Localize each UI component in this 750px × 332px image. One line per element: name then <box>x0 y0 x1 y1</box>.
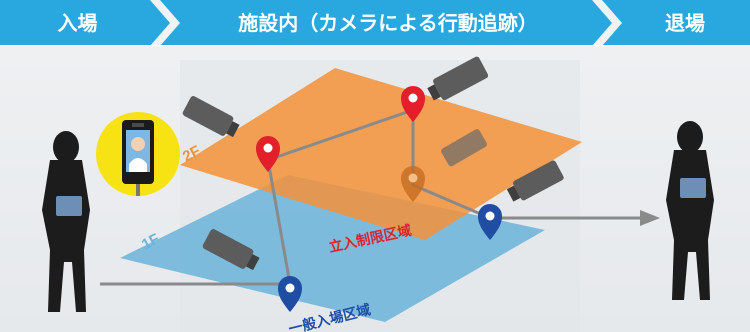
exit-arrow <box>602 0 750 46</box>
location-pin-icon <box>278 276 302 312</box>
person-silhouette-icon <box>42 131 90 312</box>
security-camera-icon <box>202 229 260 271</box>
face-recognition-terminal-icon <box>122 120 154 196</box>
security-camera-icon <box>506 160 564 202</box>
location-pin-icon <box>401 86 425 122</box>
person-silhouette-icon <box>666 121 714 300</box>
face-recognition-badge <box>96 112 180 196</box>
location-pin-icon <box>401 166 425 202</box>
floor-1f-label: 1F <box>139 230 162 253</box>
exit-arrow-head-icon <box>640 210 660 226</box>
floor-2f <box>180 68 582 240</box>
floor-2f-label: 2F <box>180 142 203 165</box>
security-camera-icon <box>427 56 489 101</box>
location-pin-icon <box>478 204 502 240</box>
facility-arrow <box>160 0 612 46</box>
security-camera-icon <box>441 129 488 167</box>
header-arrow-band <box>0 0 750 46</box>
facility-label: 施設内（カメラによる行動追跡） <box>238 11 538 35</box>
exit-label: 退場 <box>665 11 705 35</box>
location-pin-icon <box>256 136 280 172</box>
security-camera-icon <box>182 96 240 138</box>
entry-arrow <box>0 0 170 46</box>
entry-label: 入場 <box>57 11 98 35</box>
